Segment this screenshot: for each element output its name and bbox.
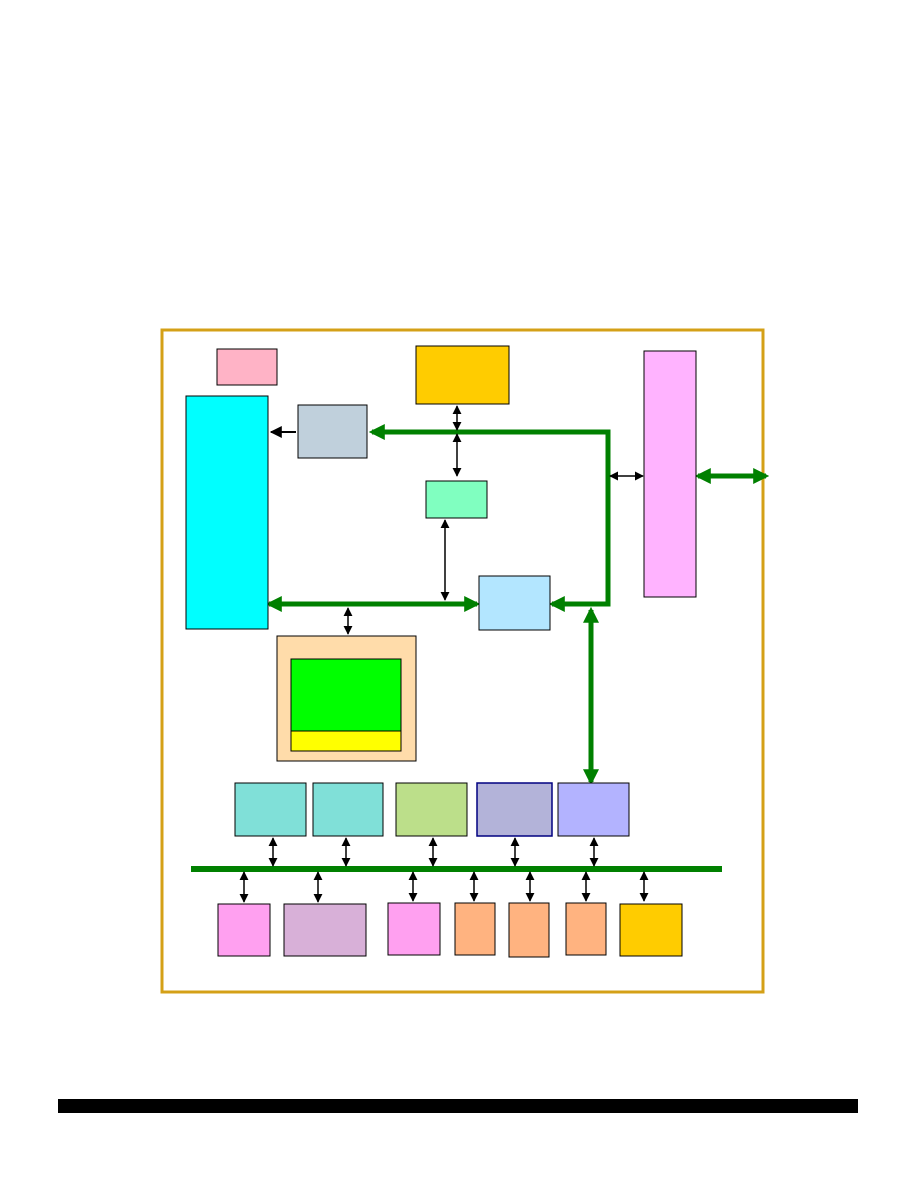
- mauve-block: [283, 903, 367, 957]
- left-tall-block: [185, 395, 269, 630]
- top-center-block: [415, 345, 510, 405]
- teal-block-2: [312, 782, 384, 837]
- pink-block-1: [217, 903, 271, 957]
- mint-block: [425, 480, 488, 519]
- lavender-block: [557, 782, 630, 837]
- diagram-frame: [160, 328, 765, 994]
- gray-blue-block: [297, 404, 368, 459]
- connector-arrows: [239, 405, 649, 903]
- upper-bus: [368, 423, 611, 613]
- orange-block-2: [508, 902, 550, 958]
- olive-green-block: [395, 782, 468, 837]
- right-tall-block: [643, 350, 697, 598]
- green-buses: [191, 423, 770, 872]
- gray-purple-block: [476, 782, 553, 837]
- green-inner-block: [290, 658, 402, 732]
- orange-block-1: [454, 902, 496, 956]
- orange-block-3: [565, 902, 607, 956]
- pink-block-2: [387, 902, 441, 956]
- gold-block: [619, 903, 683, 957]
- light-blue-block: [478, 575, 551, 631]
- blocks: [185, 345, 697, 958]
- top-left-small-block: [216, 348, 278, 386]
- teal-block-1: [234, 782, 307, 837]
- footer-rule: [58, 1099, 858, 1113]
- yellow-strip-block: [290, 730, 402, 752]
